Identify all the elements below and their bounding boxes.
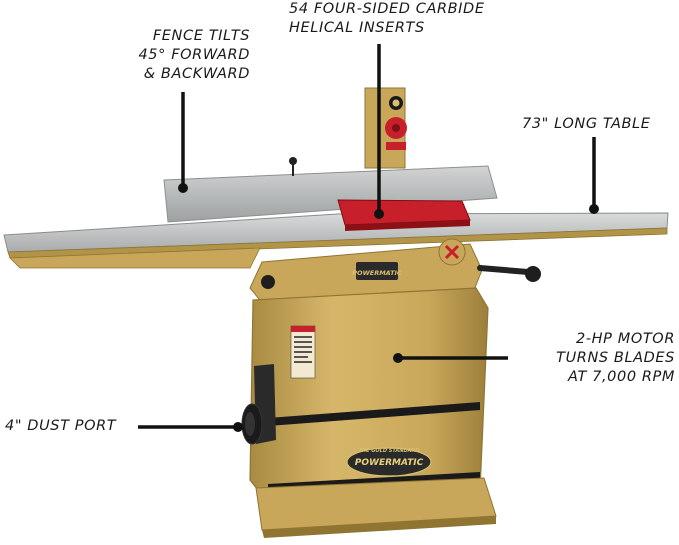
dust-callout-line1: 4" DUST PORT: [5, 418, 117, 434]
motor-callout: 2-HP MOTOR TURNS BLADES AT 7,000 RPM: [520, 330, 675, 387]
base-logo: POWERMATIC: [355, 458, 424, 468]
head-logo: POWERMATIC: [352, 269, 402, 277]
fence-knob-icon: [289, 157, 297, 165]
inserts-callout: 54 FOUR-SIDED CARBIDE HELICAL INSERTS: [289, 0, 485, 38]
lever-knob-icon: [525, 266, 541, 282]
adjust-lever: [477, 265, 531, 275]
head-logo-plate: [356, 262, 398, 280]
motor-callout-line2: TURNS BLADES: [556, 350, 675, 366]
fence-callout-line3: & BACKWARD: [143, 66, 250, 82]
motor-callout-line3: AT 7,000 RPM: [568, 369, 675, 385]
base-tagline: THE GOLD STANDARD: [359, 448, 420, 454]
fence-callout-line1: FENCE TILTS: [152, 28, 250, 44]
table-callout-line1: 73" LONG TABLE: [522, 116, 651, 132]
fence-callout: FENCE TILTS 45° FORWARD & BACKWARD: [108, 27, 250, 84]
base-logo-plate: [346, 447, 432, 477]
callout-leaders: [138, 44, 599, 432]
table-callout: 73" LONG TABLE: [522, 115, 651, 134]
inserts-callout-line2: HELICAL INSERTS: [289, 20, 425, 36]
dust-callout: 4" DUST PORT: [5, 417, 116, 436]
motor-callout-line1: 2-HP MOTOR: [576, 331, 675, 347]
left-knob-icon: [261, 275, 275, 289]
inserts-callout-line1: 54 FOUR-SIDED CARBIDE: [289, 1, 485, 17]
fence-callout-line2: 45° FORWARD: [138, 47, 250, 63]
